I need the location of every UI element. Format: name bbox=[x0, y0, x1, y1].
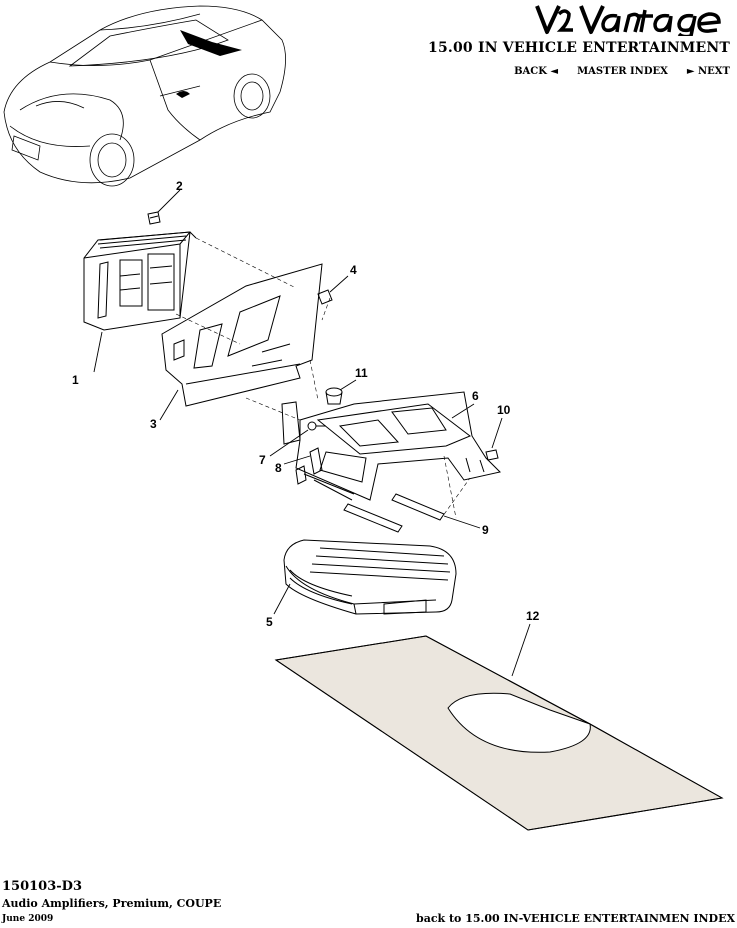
next-arrow-icon: ► bbox=[686, 66, 695, 77]
callout-6: 6 bbox=[472, 389, 479, 403]
part-6-tray bbox=[281, 391, 501, 501]
part-9-rails bbox=[343, 493, 445, 533]
section-title: 15.00 IN VEHICLE ENTERTAINMENT bbox=[428, 40, 730, 56]
callout-2: 2 bbox=[176, 179, 183, 193]
callout-10: 10 bbox=[497, 403, 511, 417]
back-link[interactable]: BACK ◄ bbox=[514, 66, 558, 77]
part-4-nut bbox=[317, 289, 333, 305]
part-8-stud bbox=[295, 447, 355, 501]
part-3-bracket bbox=[161, 263, 323, 407]
callout-7: 7 bbox=[259, 453, 266, 467]
master-index-link[interactable]: MASTER INDEX bbox=[577, 66, 668, 77]
callout-3: 3 bbox=[150, 417, 157, 431]
callout-1: 1 bbox=[72, 373, 79, 387]
car-locator-illustration bbox=[3, 5, 286, 187]
callout-8: 8 bbox=[275, 461, 282, 475]
next-label: NEXT bbox=[698, 66, 730, 77]
exploded-parts-diagram: 1 2 3 4 5 6 7 8 9 10 11 12 bbox=[72, 179, 724, 831]
next-link[interactable]: ► NEXT bbox=[687, 66, 730, 77]
callout-9: 9 bbox=[482, 523, 489, 537]
callout-4: 4 bbox=[350, 263, 357, 277]
back-to-index-link[interactable]: back to 15.00 IN-VEHICLE ENTERTAINMEN IN… bbox=[416, 912, 735, 925]
part-10-clip bbox=[485, 449, 499, 461]
v12-vantage-logo bbox=[535, 5, 721, 36]
document-date: June 2009 bbox=[2, 914, 54, 924]
back-label: BACK bbox=[514, 66, 547, 77]
callout-5: 5 bbox=[266, 615, 273, 629]
document-description: Audio Amplifiers, Premium, COUPE bbox=[2, 897, 222, 910]
back-arrow-icon: ◄ bbox=[550, 66, 559, 77]
callout-11: 11 bbox=[355, 366, 368, 380]
part-7-screw bbox=[307, 421, 326, 431]
part-1-amplifier bbox=[83, 231, 197, 331]
part-5-amplifier bbox=[283, 539, 457, 615]
document-code: 150103-D3 bbox=[2, 879, 82, 894]
navigation-bar: BACK ◄ MASTER INDEX ► NEXT bbox=[514, 66, 730, 77]
callout-12: 12 bbox=[526, 609, 540, 623]
part-2-fastener bbox=[147, 211, 161, 225]
part-11-grommet bbox=[325, 387, 343, 405]
